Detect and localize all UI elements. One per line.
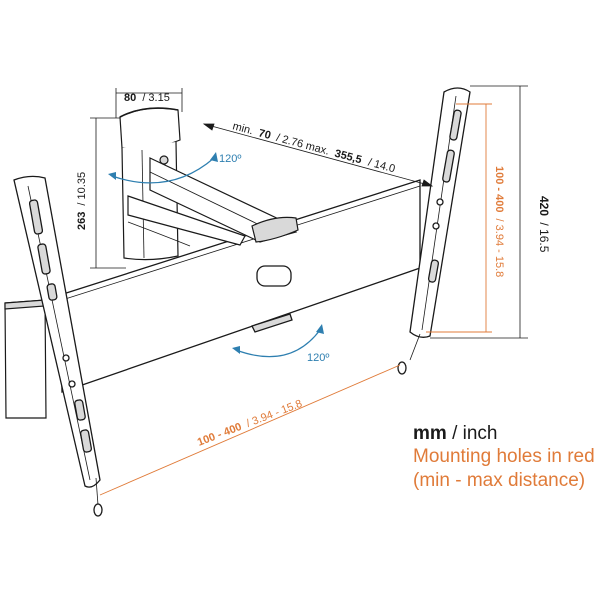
svg-text:263 / 10.35: 263 / 10.35 [76, 172, 88, 230]
rotation-label-top: 120º [219, 153, 241, 165]
swivel-arm [119, 107, 299, 261]
mounting-hole-lines [99, 103, 492, 496]
arm-height-mm: 263 [76, 212, 88, 230]
legend-units: mm / inch [413, 423, 498, 445]
svg-text:420 / 16.5: 420 / 16.5 [537, 196, 551, 253]
dimension-lines [90, 85, 528, 339]
arm-width-inch: / 3.15 [142, 92, 170, 104]
svg-text:100 - 400 / 3.94 - 15.8: 100 - 400 / 3.94 - 15.8 [196, 398, 304, 449]
legend-unit-mm: mm [413, 423, 447, 444]
left-mounting-rail [13, 175, 103, 517]
rotation-arc-top [111, 157, 215, 184]
crossbar-handle-slot [256, 265, 292, 287]
hole-horizontal-line [99, 364, 401, 496]
legend-unit-inch: / inch [446, 423, 498, 444]
wall-plate [4, 299, 47, 419]
hole-horizontal-label: 100 - 400 / 3.94 - 15.8 [196, 398, 304, 449]
arm-width-label: 80 / 3.15 [124, 92, 170, 104]
arm-height-inch: / 10.35 [76, 172, 88, 206]
extension-min-mm: 70 [257, 127, 272, 142]
rotation-arcs [108, 152, 324, 358]
crossbar-clip [251, 313, 293, 333]
extension-min-inch: / 2.76 max. [275, 132, 331, 158]
plate-height-mm: 420 [537, 196, 551, 216]
plate-height-inch: / 16.5 [537, 222, 551, 252]
hole-horizontal-mm: 100 - 400 [196, 421, 244, 449]
legend-mounting-holes: Mounting holes in red [413, 446, 595, 467]
arm-width-mm: 80 [124, 92, 136, 104]
arm-height-label: 263 / 10.35 [76, 172, 88, 230]
hole-horizontal-inch: / 3.94 - 15.8 [245, 398, 304, 430]
right-mounting-rail [397, 87, 471, 375]
hole-vertical-mm: 100 - 400 [493, 166, 505, 212]
rotation-arc-bottom [235, 329, 321, 358]
extension-min-prefix: min. [231, 120, 254, 137]
svg-text:min. 70 / 2.76 max: min. 70 / 2.76 max. 355,5 / 14.0 [231, 120, 396, 175]
extension-label: min. 70 / 2.76 max. 355,5 / 14.0 [231, 120, 396, 175]
hole-vertical-label: 100 - 400 / 3.94 - 15.8 [493, 166, 505, 277]
extension-line [203, 123, 433, 187]
legend-min-max: (min - max distance) [413, 470, 586, 491]
svg-text:80 / 3.15: 80 / 3.15 [124, 92, 170, 104]
rotation-label-bottom: 120º [307, 352, 329, 364]
hole-vertical-inch: / 3.94 - 15.8 [493, 219, 505, 278]
svg-text:100 - 400 / 3.94 - 15.8: 100 - 400 / 3.94 - 15.8 [493, 166, 505, 277]
plate-height-label: 420 / 16.5 [537, 196, 551, 253]
